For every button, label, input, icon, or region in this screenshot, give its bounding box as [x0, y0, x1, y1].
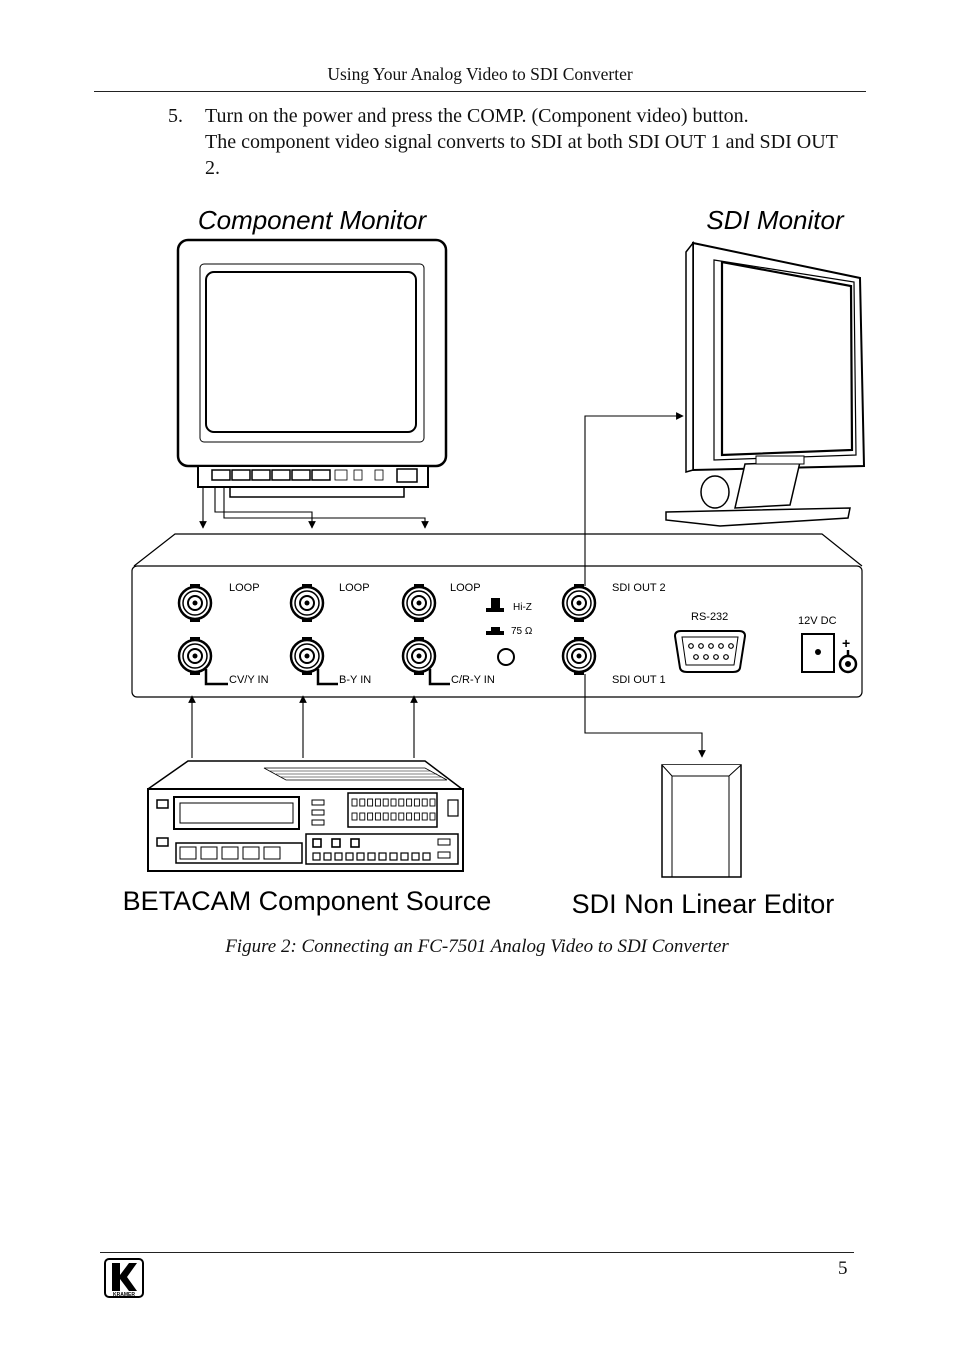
- deck-key: [382, 812, 389, 821]
- deck-key: [367, 798, 374, 807]
- deck-key: [389, 852, 398, 861]
- converter-top: [133, 533, 863, 567]
- sdi-out-1-label: SDI OUT 1: [612, 674, 666, 686]
- input-leads: [204, 669, 450, 686]
- deck-key: [411, 852, 420, 861]
- deck-key: [351, 798, 358, 807]
- cvy-in-label: CV/Y IN: [229, 674, 269, 686]
- sdi-out-2-label: SDI OUT 2: [612, 582, 666, 594]
- loop-label-3: LOOP: [450, 582, 481, 594]
- page-header: Using Your Analog Video to SDI Converter: [94, 64, 866, 92]
- figure-caption: Figure 2: Connecting an FC-7501 Analog V…: [225, 936, 729, 957]
- step-line-2: The component video signal converts to S…: [205, 131, 838, 179]
- transport-key: [179, 846, 197, 860]
- dc-label: 12V DC: [798, 615, 837, 627]
- deck-key: [429, 798, 436, 807]
- logo-wordmark: KRAMER: [113, 1292, 135, 1298]
- page-number: 5: [838, 1258, 848, 1279]
- source-label: BETACAM Component Source: [123, 886, 492, 916]
- kramer-logo: KRAMER: [104, 1258, 144, 1298]
- connection-diagram: Component Monitor SDI Monitor: [123, 205, 866, 919]
- deck-key: [390, 812, 397, 821]
- deck-key: [429, 812, 436, 821]
- deck-key: [406, 798, 413, 807]
- deck-key: [345, 852, 354, 861]
- deck-key: [356, 852, 365, 861]
- deck-key: [398, 812, 405, 821]
- dc-power-jack[interactable]: [801, 633, 858, 674]
- deck-key: [312, 838, 322, 848]
- deck-key: [421, 798, 428, 807]
- deck-key: [323, 852, 332, 861]
- component-monitor-label: Component Monitor: [198, 205, 428, 235]
- deck-key: [413, 798, 420, 807]
- deck-key: [367, 812, 374, 821]
- loop-label-1: LOOP: [229, 582, 260, 594]
- editor-label: SDI Non Linear Editor: [572, 889, 835, 919]
- deck-key: [382, 798, 389, 807]
- rs232-label: RS-232: [691, 611, 728, 623]
- transport-key: [221, 846, 239, 860]
- transport-key: [200, 846, 218, 860]
- deck-key: [398, 798, 405, 807]
- deck-key: [437, 838, 451, 846]
- step-number: 5.: [168, 105, 183, 127]
- deck-key: [312, 852, 321, 861]
- deck-key: [378, 852, 387, 861]
- deck-key: [421, 812, 428, 821]
- deck-key: [350, 838, 360, 848]
- rs232-port[interactable]: [673, 630, 747, 673]
- deck-key: [331, 838, 341, 848]
- ohm-label: 75 Ω: [511, 626, 533, 637]
- deck-key: [374, 812, 381, 821]
- deck-key: [400, 852, 409, 861]
- deck-key: [359, 812, 366, 821]
- deck-key: [422, 852, 431, 861]
- hiz-label: Hi-Z: [513, 602, 532, 613]
- dc-plus-label: +: [842, 635, 850, 651]
- deck-button-rows: [179, 798, 451, 861]
- loop-label-2: LOOP: [339, 582, 370, 594]
- deck-key: [367, 852, 376, 861]
- deck-key: [437, 851, 451, 859]
- component-monitor: [176, 238, 448, 498]
- sdi-monitor: [665, 240, 866, 527]
- deck-key: [359, 798, 366, 807]
- transport-key: [263, 846, 281, 860]
- deck-key: [351, 812, 358, 821]
- nonlinear-editor-box: [661, 764, 742, 878]
- deck-key: [390, 798, 397, 807]
- footer-rule: [100, 1252, 854, 1253]
- deck-key: [374, 798, 381, 807]
- by-in-label: B-Y IN: [339, 674, 371, 686]
- deck-key: [413, 812, 420, 821]
- cry-in-label: C/R-Y IN: [451, 674, 495, 686]
- termination-switch[interactable]: [486, 598, 504, 635]
- step-line-1: Turn on the power and press the COMP. (C…: [205, 105, 749, 127]
- sdi-monitor-label: SDI Monitor: [706, 205, 845, 235]
- comp-button[interactable]: [497, 648, 515, 666]
- signal-cables: [188, 412, 706, 758]
- deck-key: [406, 812, 413, 821]
- transport-key: [242, 846, 260, 860]
- deck-key: [334, 852, 343, 861]
- step-text: Turn on the power and press the COMP. (C…: [205, 103, 845, 181]
